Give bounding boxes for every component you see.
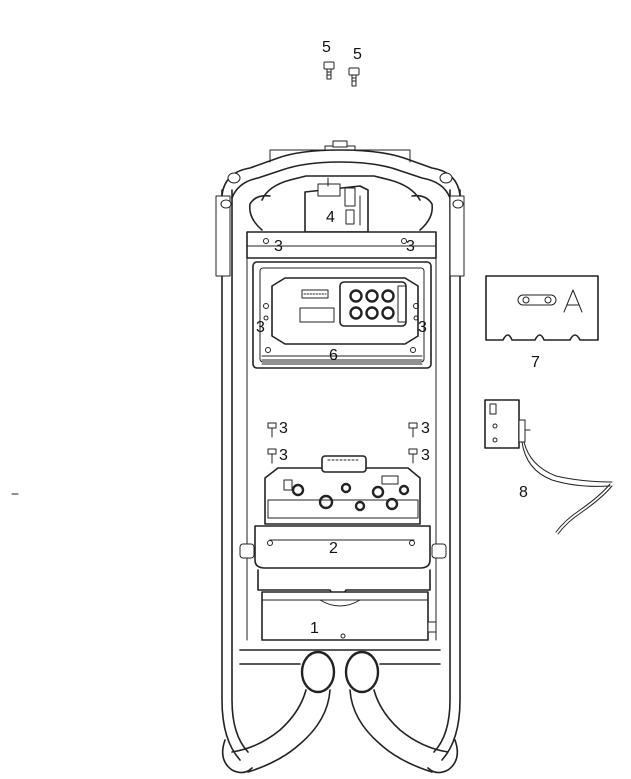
bracket-4 (304, 177, 369, 233)
switch-8 (484, 399, 613, 535)
callout-8: 8 (519, 484, 528, 501)
handles (221, 649, 459, 774)
terminal-connectors (349, 289, 395, 320)
callout-3h: 3 (421, 447, 430, 464)
plate-7 (485, 275, 599, 341)
callout-3e: 3 (279, 420, 288, 437)
callout-3g: 3 (279, 447, 288, 464)
callout-3f: 3 (421, 420, 430, 437)
screw-icon (267, 422, 277, 438)
callout-3d: 3 (418, 319, 427, 336)
screw-icon (408, 422, 418, 438)
callout-6: 6 (329, 347, 338, 364)
screw-icon (323, 61, 335, 80)
callout-1: 1 (310, 620, 319, 637)
controller-6 (252, 261, 432, 369)
callout-7: 7 (531, 354, 540, 371)
callout-3c: 3 (256, 319, 265, 336)
screw-icon (267, 448, 277, 464)
top-plate (246, 231, 437, 259)
callout-5a: 5 (322, 39, 331, 56)
callout-5b: 5 (353, 46, 362, 63)
callout-4: 4 (326, 209, 335, 226)
callout-3a: 3 (274, 238, 283, 255)
component-cluster (283, 475, 410, 512)
cable-icon (521, 429, 613, 535)
frame (215, 140, 465, 761)
screw-icon (348, 67, 360, 87)
callout-2: 2 (329, 540, 338, 557)
controller-2 (239, 455, 447, 569)
housing-1 (257, 569, 437, 641)
callout-3b: 3 (406, 238, 415, 255)
screw-icon (408, 448, 418, 464)
